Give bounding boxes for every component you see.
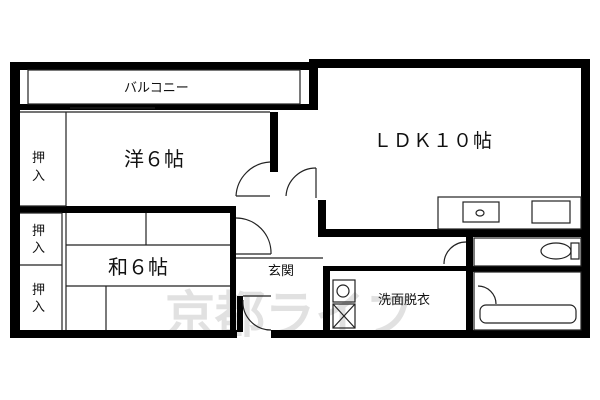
closet-top-char1: 押 [32, 151, 45, 166]
closet-bottom-char2: 入 [32, 300, 45, 315]
closet-mid-char1: 押 [32, 224, 45, 239]
closet-bottom-char1: 押 [32, 283, 45, 298]
closet-mid-char2: 入 [32, 241, 45, 256]
thin-lines [20, 69, 582, 331]
entrance-label: 玄関 [268, 264, 294, 279]
ldk-label: ＬＤＫ１０帖 [373, 130, 493, 152]
outer-walls [10, 59, 590, 338]
washroom-label: 洗面脱衣 [378, 292, 430, 308]
closet-top-char2: 入 [32, 169, 45, 184]
door-swings [235, 161, 497, 331]
balcony-label: バルコニー [124, 81, 189, 96]
western-room-label: 洋６帖 [124, 147, 184, 171]
japanese-room-label: 和６帖 [108, 255, 168, 279]
